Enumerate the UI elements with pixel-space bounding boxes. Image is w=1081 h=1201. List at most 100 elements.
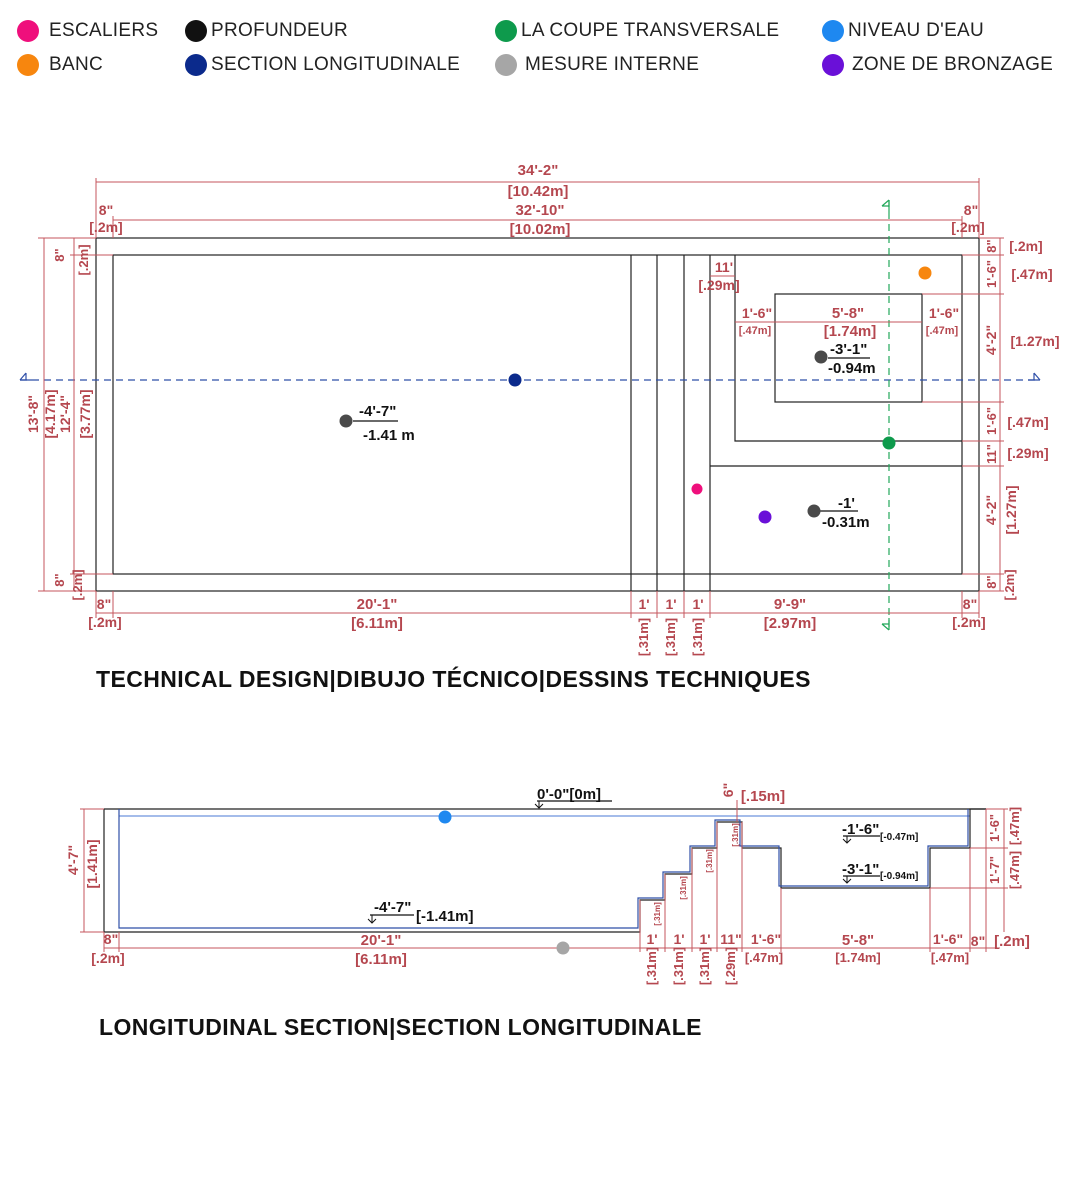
legend-item-escaliers: ESCALIERS — [17, 18, 158, 44]
marker-niveau-d-eau — [438, 810, 452, 824]
legend-item-profundeur: PROFUNDEUR — [185, 18, 348, 44]
dim-right-6: 4'-2" — [983, 495, 999, 525]
dim-right-6-m: [1.27m] — [1003, 485, 1019, 534]
water-level-label: 0'-0"[0m] — [537, 786, 601, 803]
dim-inner-length-m: [10.02m] — [510, 221, 571, 238]
dim-deep-length: 20'-1" — [357, 596, 398, 613]
marker-coupe-transversale — [882, 436, 896, 450]
dim-lounge-right: 1'-6" — [929, 305, 959, 321]
dim-inner-width-m: [3.77m] — [77, 389, 93, 438]
dim-wall-right-bottom: 8" — [963, 596, 977, 612]
dim-section-depth-m: [1.41m] — [84, 839, 100, 888]
dim-right-5: 11" — [984, 444, 999, 464]
dim-section-right-bottom-m: [.47m] — [1007, 851, 1022, 889]
dim-section-step-3-m: [.31m] — [697, 947, 712, 985]
dim-right-5-m: [.29m] — [1007, 445, 1048, 461]
cut-arrow-top-icon — [881, 199, 890, 212]
dim-wall-top-left-m: [.2m] — [76, 244, 91, 275]
dim-overall-length: 34'-2" — [518, 162, 559, 179]
dim-section-wall-left: 8" — [104, 931, 118, 947]
dim-step-rise-4: [.31m] — [731, 823, 740, 847]
dim-overall-width-m: [4.17m] — [42, 389, 58, 438]
marker-depth-lounge — [814, 350, 828, 364]
dim-section-wall-right-m: [.2m] — [994, 933, 1030, 950]
legend-item-banc: BANC — [17, 52, 103, 78]
legend-item-section-longitudinale: SECTION LONGITUDINALE — [185, 52, 460, 78]
dim-section-step-2-m: [.31m] — [671, 947, 686, 985]
dim-section-step-4-m: [.29m] — [723, 947, 738, 985]
dim-section-deep-length: 20'-1" — [361, 932, 402, 949]
dim-section-bench-left-m: [.47m] — [745, 950, 783, 965]
section-view: 0'-0"[0m] -4'-7" [-1.41m] -1'-6" [-0.47m… — [65, 783, 1030, 1040]
dim-step-3: 1' — [692, 596, 703, 612]
dim-step-top: 11' — [715, 259, 733, 275]
dim-step-top-m: [.29m] — [698, 277, 739, 293]
dim-wall-left-top: 8" — [99, 202, 113, 218]
dim-section-deep-length-m: [6.11m] — [355, 951, 407, 968]
level-arrow-icon — [534, 801, 544, 809]
plan-dimension-labels: 34'-2" [10.42m] 32'-10" [10.02m] 8" [.2m… — [25, 162, 1060, 656]
plan-title: TECHNICAL DESIGN|DIBUJO TÉCNICO|DESSINS … — [96, 665, 811, 692]
marker-section-longitudinale — [508, 373, 522, 387]
dim-right-1: 8" — [984, 239, 999, 252]
legend-label: ZONE DE BRONZAGE — [852, 54, 1054, 75]
dim-section-bench-right: 1'-6" — [933, 931, 963, 947]
dim-riser-m: [.15m] — [741, 788, 785, 805]
depth-deep-metric: -1.41 m — [363, 427, 415, 444]
dim-section-depth: 4'-7" — [65, 845, 81, 875]
legend-item-niveau-d-eau: NIVEAU D'EAU — [822, 18, 984, 44]
legend-dot-escaliers — [17, 20, 39, 42]
level-arrow-icon — [842, 836, 852, 844]
dim-section-right-top-m: [.47m] — [1007, 807, 1022, 845]
dim-right-3: 4'-2" — [983, 325, 999, 355]
legend-dot-banc — [17, 54, 39, 76]
dim-lounge-right-m: [.47m] — [926, 325, 959, 337]
dim-lounge-width: 5'-8" — [832, 305, 864, 322]
dim-wall-right-top-m: [.2m] — [951, 219, 984, 235]
floor-level-metric: [-1.41m] — [416, 908, 474, 925]
level-arrow-icon — [367, 915, 377, 924]
dim-right-7: 8" — [984, 575, 999, 588]
dim-step-3-m: [.31m] — [690, 618, 705, 656]
dim-step-rise-2: [.31m] — [679, 876, 688, 900]
water-level-tag: 0'-0"[0m] — [534, 786, 612, 809]
legend-label: NIVEAU D'EAU — [848, 20, 985, 41]
legend-label: LA COUPE TRANSVERSALE — [521, 20, 780, 41]
dim-section-step-2: 1' — [673, 931, 684, 947]
dim-section-lounge-len-m: [1.74m] — [835, 950, 881, 965]
dim-shallow-length: 9'-9" — [774, 596, 806, 613]
dim-right-3-m: [1.27m] — [1010, 333, 1059, 349]
legend: ESCALIERS BANC PROFUNDEUR SECTION LONGIT… — [0, 0, 1081, 90]
plan-outlines — [95, 237, 980, 592]
dim-wall-right-top: 8" — [964, 202, 978, 218]
plan-view: 34'-2" [10.42m] 32'-10" [10.02m] 8" [.2m… — [19, 162, 1060, 692]
legend-dot-profundeur — [185, 20, 207, 42]
section-title: LONGITUDINAL SECTION|SECTION LONGITUDINA… — [99, 1014, 702, 1040]
legend-item-zone-de-bronzage: ZONE DE BRONZAGE — [822, 52, 1053, 78]
pool-profile-inner — [118, 809, 969, 929]
dim-step-rise-3: [.31m] — [705, 849, 714, 873]
depth-shallow-imperial: -1' — [838, 495, 855, 512]
dim-step-2: 1' — [665, 596, 676, 612]
legend-item-mesure-interne: MESURE INTERNE — [495, 52, 699, 78]
legend-dot-section-longitudinale — [185, 54, 207, 76]
dim-right-4-m: [.47m] — [1007, 414, 1048, 430]
depth-deep-imperial: -4'-7" — [359, 403, 396, 420]
section-depth-tags: -4'-7" [-1.41m] -1'-6" [-0.47m] -3'-1" [… — [367, 821, 918, 925]
dim-overall-length-m: [10.42m] — [508, 183, 569, 200]
dim-right-2: 1'-6" — [984, 260, 999, 288]
marker-zone-de-bronzage — [758, 510, 772, 524]
dim-wall-top-left: 8" — [52, 248, 67, 261]
dim-section-step-1-m: [.31m] — [644, 947, 659, 985]
lounge-level-imperial: -3'-1" — [842, 861, 879, 878]
dim-section-bench-left: 1'-6" — [751, 931, 781, 947]
legend-label: ESCALIERS — [49, 20, 159, 41]
dim-deep-length-m: [6.11m] — [351, 615, 403, 632]
dim-right-4: 1'-6" — [984, 407, 999, 435]
marker-depth-shallow — [807, 504, 821, 518]
legend-label: SECTION LONGITUDINALE — [211, 54, 461, 75]
dim-lounge-width-m: [1.74m] — [824, 323, 877, 340]
floor-level-imperial: -4'-7" — [374, 899, 411, 916]
dim-overall-width: 13'-8" — [25, 395, 41, 433]
